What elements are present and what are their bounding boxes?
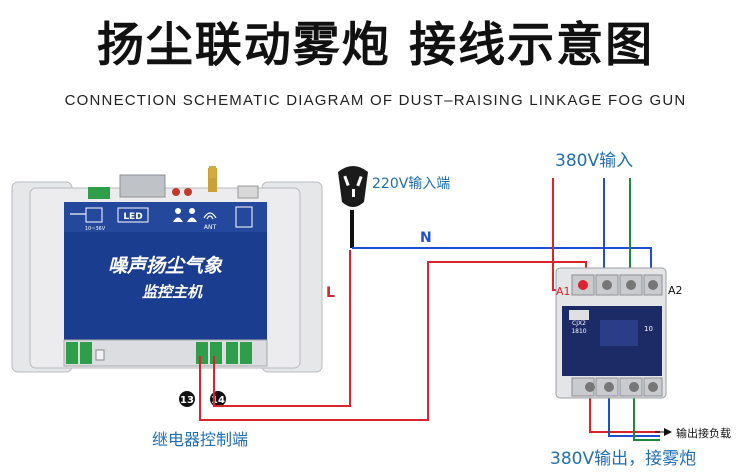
page-title: 扬尘联动雾炮 接线示意图 [96,18,655,73]
led-box [117,207,149,223]
power-plug [338,166,368,207]
person-icon [189,208,195,214]
terminal-screw-icon [629,382,639,392]
plug-pin-icon [343,175,350,187]
model-plate [569,310,589,320]
power-connector [88,187,110,199]
relay-control-label: 继电器控制端 [152,430,248,449]
phase-output-red [589,395,660,433]
panel-top-strip [64,202,267,232]
terminal-green [66,342,78,364]
indicator-led [184,188,192,196]
wifi-signal-icon [206,215,214,220]
power-label: 10~36V [85,226,106,232]
person-icon [175,208,181,214]
led-label: LED [123,212,142,222]
terminal-green [226,342,238,364]
terminal-green [240,342,252,364]
contactor-window [600,320,638,346]
panel-title-line1: 噪声扬尘气象 [108,255,223,277]
person-body-icon [187,217,197,222]
panel-title-line2: 监控主机 [142,283,203,301]
live-label: L [326,285,335,301]
terminal-13-badge [179,391,195,407]
terminal-screw-icon [648,280,658,290]
input-380v-label: 380V输入 [555,151,633,171]
terminal-screw-icon [626,280,636,290]
output-380v-label: 380V输出，接雾炮 [550,449,696,469]
plug-input-label: 220V输入端 [372,176,450,192]
output-load-label: 输出接负载 [676,426,731,440]
controller-unit: 10~36V LED ANT 噪声扬尘气象 监控主机 [11,166,323,449]
antenna-connector [208,168,217,192]
indicator-led [172,188,180,196]
plug-pin-icon [352,189,355,197]
terminal-screw-icon [604,382,614,392]
phase-output-green [633,395,660,441]
contactor: CJX2 1810 10 [555,267,667,399]
contactor-rating: 10 [644,325,653,333]
terminal-13-number: 13 [180,395,194,406]
terminal-label-strip [64,318,267,340]
antenna-icon [209,166,216,178]
neutral-label: N [420,230,432,246]
model-line2: 1810 [571,328,586,335]
a2-label: A2 [668,284,683,297]
live-wire-to-a1 [199,261,587,421]
output-arrow-icon [664,428,672,436]
relay-terminal-14 [210,342,222,364]
wifi-signal-icon [203,212,217,219]
terminal-screw-icon [578,280,588,290]
ant-label: ANT [204,224,217,231]
sim-card-icon [235,206,253,228]
terminal-14-number: 14 [211,395,225,406]
serial-port [119,174,166,198]
relay-terminal-13 [196,342,208,364]
terminal-pin [95,349,105,361]
phase-output-blue [608,395,660,437]
terminal-screw-icon [648,382,658,392]
terminal-screw-icon [602,280,612,290]
plug-pin-icon [356,175,363,187]
model-line1: CJX2 [572,320,586,327]
live-wire-to-plug [213,250,351,407]
person-body-icon [173,217,183,222]
sim-slot [237,185,259,199]
power-box-icon [85,207,103,223]
page-subtitle: CONNECTION SCHEMATIC DIAGRAM OF DUST–RAI… [64,92,687,109]
terminal-green [80,342,92,364]
terminal-pins [95,349,105,361]
plug-body [338,166,368,207]
a1-label: A1 [556,285,571,298]
terminal-screw-icon [585,382,595,392]
